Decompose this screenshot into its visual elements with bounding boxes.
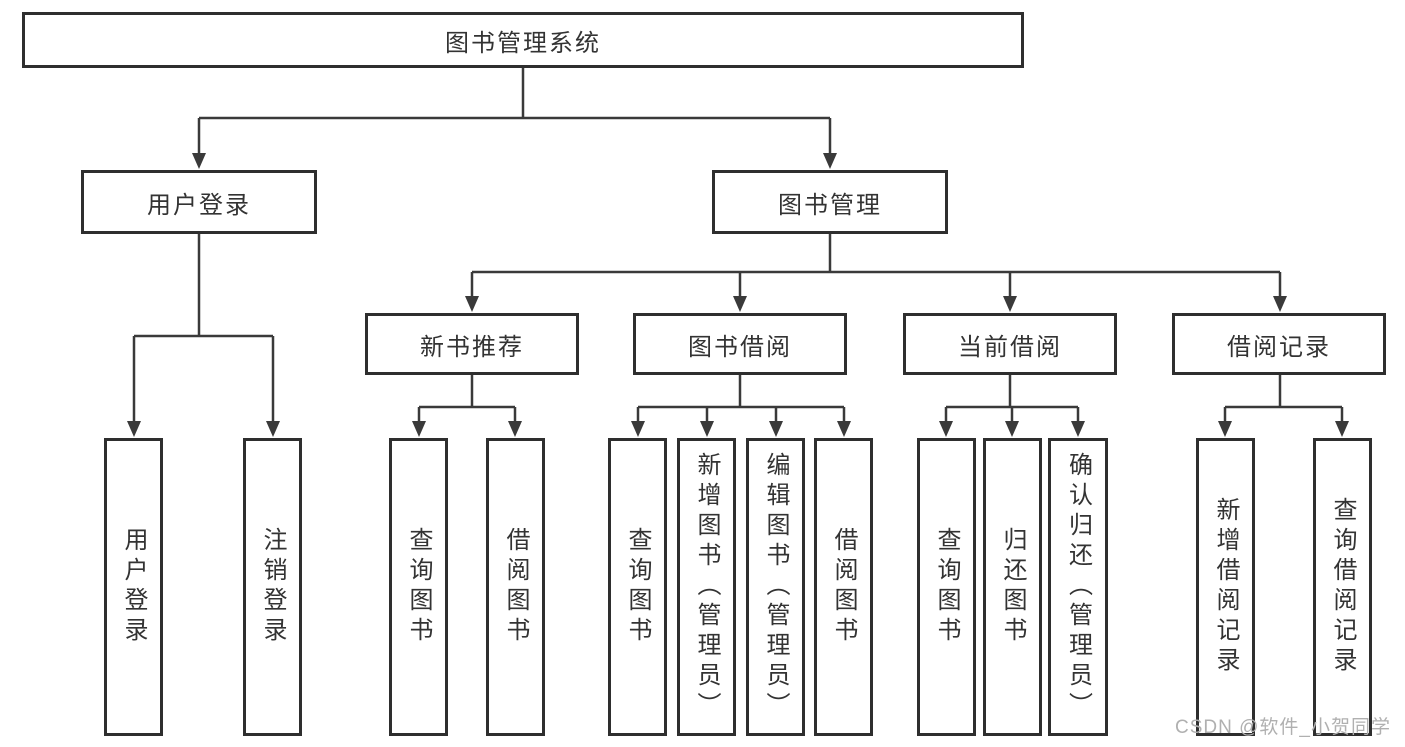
node-book-management: 图书管理: [712, 170, 948, 234]
leaf-label: 借阅图书: [502, 527, 529, 647]
node-book-borrowing: 图书借阅: [633, 313, 847, 375]
leaf-label: 查询图书: [405, 527, 432, 647]
leaf-return-books: 归还图书: [983, 438, 1042, 736]
leaf-label: 新增借阅记录: [1212, 497, 1239, 677]
leaf-borrow-books-recommendation: 借阅图书: [486, 438, 545, 736]
leaf-label: 新增图书（管理员）: [693, 452, 720, 722]
leaf-label: 查询借阅记录: [1329, 497, 1356, 677]
leaf-label: 用户登录: [120, 527, 147, 647]
leaf-label: 确认归还（管理员）: [1064, 452, 1092, 722]
leaf-label: 编辑图书（管理员）: [762, 452, 789, 722]
node-current-borrowing: 当前借阅: [903, 313, 1117, 375]
leaf-query-books-borrowing: 查询图书: [608, 438, 667, 736]
leaf-user-login: 用户登录: [104, 438, 163, 736]
node-user-login: 用户登录: [81, 170, 317, 234]
leaf-label: 借阅图书: [830, 527, 857, 647]
node-borrowing-records: 借阅记录: [1172, 313, 1386, 375]
leaf-add-books-admin: 新增图书（管理员）: [677, 438, 736, 736]
leaf-query-books-recommendation: 查询图书: [389, 438, 448, 736]
node-library-management-system: 图书管理系统: [22, 12, 1024, 68]
leaf-confirm-return-admin: 确认归还（管理员）: [1048, 438, 1108, 736]
leaf-query-books-current: 查询图书: [917, 438, 976, 736]
leaf-borrow-books: 借阅图书: [814, 438, 873, 736]
leaf-label: 注销登录: [259, 527, 286, 647]
leaf-edit-books-admin: 编辑图书（管理员）: [746, 438, 805, 736]
arrowheads: [127, 153, 1349, 437]
leaf-add-borrow-record: 新增借阅记录: [1196, 438, 1255, 736]
leaf-label: 查询图书: [624, 527, 651, 647]
leaf-label: 归还图书: [999, 527, 1026, 647]
node-new-book-recommendation: 新书推荐: [365, 313, 579, 375]
leaf-logout: 注销登录: [243, 438, 302, 736]
leaf-query-borrow-record: 查询借阅记录: [1313, 438, 1372, 736]
leaf-label: 查询图书: [933, 527, 960, 647]
watermark: CSDN @软件_小贺同学: [1175, 717, 1391, 738]
